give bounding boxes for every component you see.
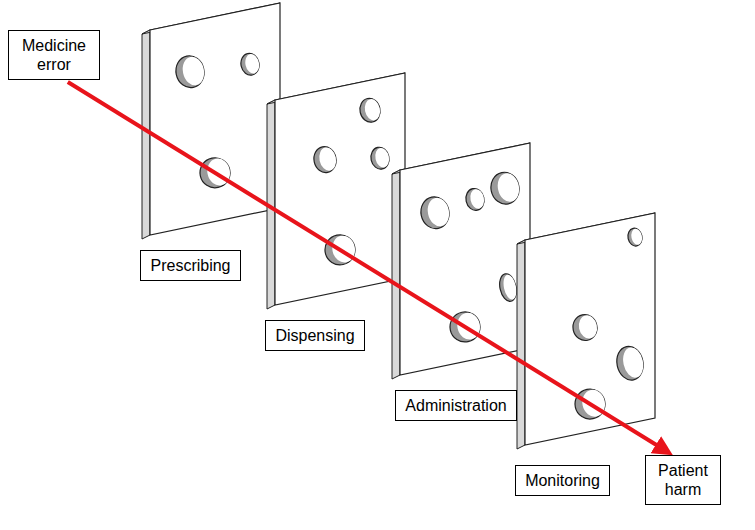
label-text: Monitoring xyxy=(524,471,601,490)
label-box: Medicine error xyxy=(8,30,100,80)
cheese-hole xyxy=(464,187,486,212)
slice-face xyxy=(525,213,655,445)
label-box: Administration xyxy=(395,390,517,421)
label-box: Dispensing xyxy=(265,320,365,351)
cheese-hole xyxy=(614,344,647,383)
label-text: Medicine error xyxy=(17,36,91,74)
cheese-hole xyxy=(571,312,600,342)
label-box: Patient harm xyxy=(645,455,721,505)
label-text: Administration xyxy=(404,396,508,415)
slice-face xyxy=(400,143,530,375)
cheese-slice xyxy=(517,213,655,449)
cheese-hole xyxy=(497,272,518,303)
cheese-hole xyxy=(312,145,339,175)
label-text: Dispensing xyxy=(274,326,356,345)
label-box: Monitoring xyxy=(515,465,610,496)
cheese-slice xyxy=(267,73,405,309)
cheese-hole xyxy=(369,146,391,171)
cheese-hole xyxy=(239,52,261,77)
slice-edge xyxy=(392,170,400,379)
cheese-hole xyxy=(358,96,383,124)
cheese-slice xyxy=(392,143,530,379)
label-text: Prescribing xyxy=(149,256,232,275)
slice-edge xyxy=(142,30,150,239)
cheese-hole xyxy=(173,53,207,90)
error-trajectory-arrow xyxy=(68,82,668,452)
label-box: Prescribing xyxy=(140,250,241,281)
cheese-hole xyxy=(418,194,452,231)
cheese-hole xyxy=(488,170,522,207)
cheese-hole xyxy=(626,227,643,248)
cheese-slice xyxy=(142,3,280,239)
label-text: Patient harm xyxy=(654,461,712,499)
slice-edge xyxy=(517,240,525,449)
slice-face xyxy=(275,73,405,305)
